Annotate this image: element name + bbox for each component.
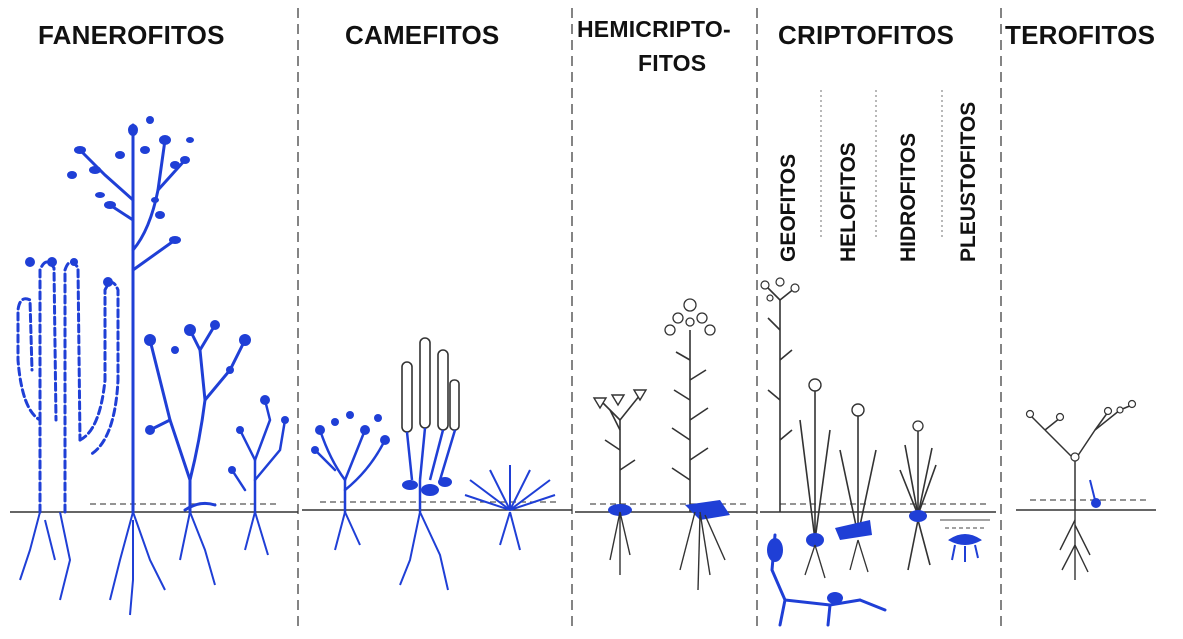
geofito-plant: [765, 285, 795, 512]
hemicripto-roots: [610, 512, 725, 590]
small-shrub: [232, 400, 285, 512]
spike-plants: [402, 338, 459, 432]
water-lines: [940, 520, 990, 528]
subheading-pleustofitos: PLEUSTOFITOS: [958, 102, 979, 262]
spike-base: [402, 477, 452, 496]
subheading-hidrofitos: HIDROFITOS: [898, 133, 919, 262]
heading-terofitos: TEROFITOS: [1005, 22, 1155, 48]
subheading-helofitos: HELOFITOS: [838, 142, 859, 262]
helofito-plant: [800, 390, 876, 540]
hidrofito-base: [909, 510, 927, 522]
camefito-bush: [315, 430, 385, 512]
criptofitos-roots: [805, 540, 868, 578]
section-dividers: [298, 8, 1001, 630]
camefitos-roots: [335, 512, 520, 590]
geofito-flowers: [761, 278, 799, 301]
subheading-geofitos: GEOFITOS: [778, 154, 799, 262]
hemicripto-rosettes: [608, 500, 730, 520]
tall-tree-leaves: [67, 116, 194, 244]
heading-hemicripto-line1: HEMICRIPTO-: [577, 18, 731, 41]
shrub: [150, 325, 245, 512]
hemicripto-plant-1-flowers: [594, 390, 646, 408]
heading-criptofitos: CRIPTOFITOS: [778, 22, 954, 48]
spike-stems: [407, 428, 455, 512]
heading-hemicripto-line2: FITOS: [638, 52, 706, 75]
hemicripto-plant-2-flowers: [665, 299, 715, 335]
hemicripto-plant-2: [672, 330, 708, 512]
helofito-rhizome: [806, 520, 872, 547]
hidrofito-plant: [900, 430, 936, 570]
hemicripto-plant-1: [600, 395, 640, 512]
hidrofito-head: [913, 421, 923, 431]
geofito-bulbs: [767, 538, 843, 604]
small-shrub-leaves: [228, 395, 289, 474]
heading-fanerofitos: FANEROFITOS: [38, 22, 225, 48]
cushion-plant: [465, 465, 555, 510]
helofito-heads: [809, 379, 864, 416]
ground-lines: [10, 510, 1156, 512]
tall-tree: [80, 125, 185, 512]
pleustofito-plant: [950, 535, 980, 562]
terofito-roots: [1060, 510, 1090, 580]
camefito-bush-leaves: [311, 411, 390, 454]
terofito-plant: [1030, 405, 1132, 510]
fanerofitos-roots: [20, 512, 268, 615]
heading-camefitos: CAMEFITOS: [345, 22, 499, 48]
cactus-tops: [25, 257, 113, 287]
cactus: [18, 262, 118, 512]
terofito-seed: [1090, 480, 1100, 507]
geofito-rhizome: [772, 535, 885, 625]
